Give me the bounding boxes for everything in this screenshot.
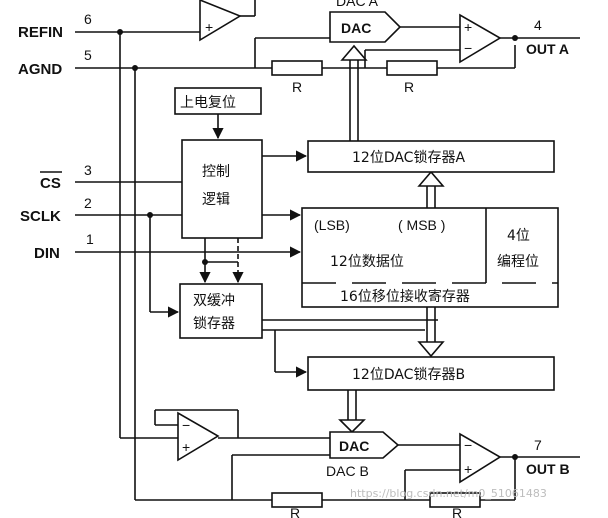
dac-b-caption: DAC B xyxy=(326,463,369,479)
pin-agnd-number: 5 xyxy=(84,47,92,63)
pin-refin-label: REFIN xyxy=(18,24,63,41)
data-bits-label: 12位数据位 xyxy=(330,254,404,270)
prog-bits-label-2: 编程位 xyxy=(497,254,539,270)
pin-agnd-label: AGND xyxy=(18,61,62,78)
power-on-reset-block: 上电复位 xyxy=(174,87,262,115)
control-logic-label-1: 控制 xyxy=(202,164,230,180)
pin-labels: REFIN 6 AGND 5 CS 3 SCLK 2 DIN 1 4 OUT A… xyxy=(18,11,570,477)
dac-latch-a-block: 12位DAC锁存器A xyxy=(307,140,555,173)
reference-opamp-top: + xyxy=(199,0,242,42)
power-on-reset-label: 上电复位 xyxy=(180,94,236,111)
double-buffer-label-2: 锁存器 xyxy=(193,316,235,332)
wiring xyxy=(75,0,580,501)
resistor-r1: R xyxy=(271,60,323,95)
prog-bits-label-1: 4位 xyxy=(507,228,530,244)
svg-text:−: − xyxy=(464,437,472,453)
svg-text:R: R xyxy=(290,505,300,518)
dac-a-caption: DAC A xyxy=(336,0,379,9)
control-logic-block: 控制 逻辑 xyxy=(181,139,263,239)
pin-refin-number: 6 xyxy=(84,11,92,27)
dac-b: DAC DAC B xyxy=(326,431,400,479)
pin-cs-number: 3 xyxy=(84,162,92,178)
svg-text:+: + xyxy=(464,461,472,477)
resistor-r3: R xyxy=(271,492,323,518)
msb-label: ( MSB ) xyxy=(398,217,445,233)
svg-text:−: − xyxy=(182,417,190,433)
dac-latch-b-block: 12位DAC锁存器B xyxy=(307,356,555,391)
pin-out-a-label: OUT A xyxy=(526,41,569,57)
svg-text:R: R xyxy=(292,79,302,95)
resistor-r2: R xyxy=(386,60,438,95)
pin-din-label: DIN xyxy=(34,245,60,262)
reference-opamp-bottom: − + xyxy=(177,411,220,462)
output-opamp-a: + − xyxy=(459,13,502,64)
junction-dot xyxy=(512,35,518,41)
double-buffer-label-1: 双缓冲 xyxy=(193,293,235,309)
pin-sclk-number: 2 xyxy=(84,195,92,211)
resistor-r4: R xyxy=(429,492,481,518)
svg-text:R: R xyxy=(404,79,414,95)
output-opamp-b: − + xyxy=(459,432,502,484)
pin-out-a-number: 4 xyxy=(534,17,542,33)
dac-latch-a-label: 12位DAC锁存器A xyxy=(352,150,465,166)
shift-register-title: 16位移位接收寄存器 xyxy=(340,288,470,305)
dac-a: DAC A DAC xyxy=(329,0,402,43)
pin-din-number: 1 xyxy=(86,231,94,247)
double-buffer-latch-block: 双缓冲 锁存器 xyxy=(179,283,263,339)
pin-sclk-label: SCLK xyxy=(20,208,61,225)
svg-text:+: + xyxy=(182,439,190,455)
dac-b-label: DAC xyxy=(339,438,369,454)
svg-text:+: + xyxy=(205,19,213,35)
dac-latch-b-label: 12位DAC锁存器B xyxy=(352,367,465,383)
pin-out-b-label: OUT B xyxy=(526,461,570,477)
svg-text:+: + xyxy=(464,19,472,35)
shift-register-block: (LSB) ( MSB ) 12位数据位 4位 编程位 16位移位接收寄存器 xyxy=(301,207,559,308)
pin-out-b-number: 7 xyxy=(534,437,542,453)
svg-text:−: − xyxy=(464,40,472,56)
junction-dot xyxy=(202,259,208,265)
dac-a-label: DAC xyxy=(341,20,371,36)
pin-cs-label: CS xyxy=(40,175,61,192)
svg-text:R: R xyxy=(452,505,462,518)
watermark: https://blog.csdn.net/m0_51061483 xyxy=(350,487,547,500)
lsb-label: (LSB) xyxy=(314,217,350,233)
control-logic-label-2: 逻辑 xyxy=(202,192,230,208)
